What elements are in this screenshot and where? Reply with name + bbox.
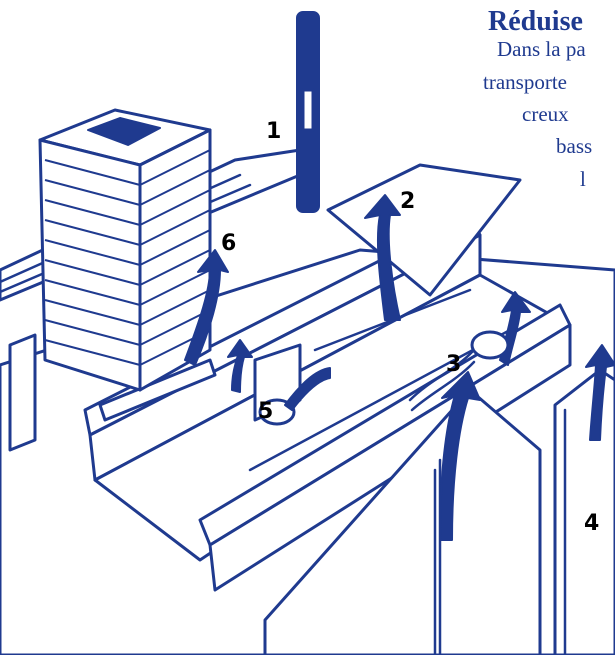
- heading-line-4: bass: [556, 134, 592, 158]
- heading-line-2: transporte: [483, 70, 567, 94]
- beam-front-face: [208, 323, 572, 592]
- callout-2: 2: [400, 189, 415, 214]
- heading-title: Réduise: [488, 6, 583, 37]
- air-vent-icon: [258, 367, 331, 426]
- callout-1: 1: [266, 119, 281, 144]
- callout-4: 4: [584, 511, 599, 536]
- hatch-panel-icon: [326, 163, 522, 297]
- heading-line-5: l: [580, 167, 586, 191]
- small-board: [98, 358, 217, 422]
- left-ledge: [8, 333, 37, 452]
- callout-5: 5: [258, 399, 273, 424]
- duct-fan-icon: [408, 330, 510, 412]
- heading-line-3: creux: [522, 102, 569, 126]
- room-box-right: [553, 368, 615, 655]
- chimney-icon: [38, 108, 212, 392]
- heading-line-1: Dans la pa: [497, 37, 586, 61]
- airflow-arrow-hatch: [364, 194, 401, 321]
- callout-3: 3: [446, 352, 461, 377]
- vent-pipe-icon: [296, 11, 320, 213]
- room-box-left: [263, 388, 542, 655]
- airflow-arrow-chimney: [184, 249, 229, 366]
- callout-6: 6: [221, 231, 236, 256]
- airflow-arrow-room: [439, 371, 481, 541]
- airflow-arrow-fan: [227, 339, 253, 393]
- airflow-arrow-right: [585, 344, 615, 441]
